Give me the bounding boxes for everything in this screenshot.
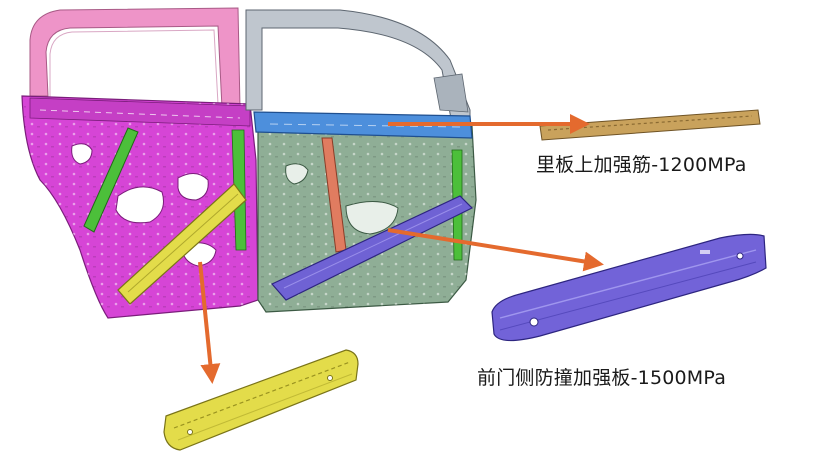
label-inner-upper-reinforcement: 里板上加强筋-1200MPa [536, 154, 747, 176]
front-door-window-frame [245, 9, 471, 125]
arrow-impact-beam [387, 228, 604, 272]
front-door-cutout-1 [345, 201, 399, 235]
rear-door-belt-strip [29, 97, 251, 127]
rear-door-window-inner [49, 29, 219, 105]
inner-upper-reinforcement-part [539, 109, 761, 141]
front-door-cutout-2 [285, 163, 309, 185]
label-front-door-impact-beam: 前门侧防撞加强板-1500MPa [477, 367, 727, 389]
front-door-impact-beam-part [491, 233, 767, 342]
rear-door-yellow-beam-part [163, 349, 359, 451]
rear-door-cutout-2 [177, 173, 209, 201]
arrow-rear-beam [198, 261, 221, 384]
front-door [245, 9, 477, 313]
front-door-upper-bar [253, 111, 473, 139]
rear-door-cutout-1 [115, 186, 164, 224]
front-door-mirror-patch [433, 73, 469, 113]
front-door-impact-beam [271, 195, 474, 301]
rear-door-green-bar [83, 127, 139, 233]
rear-door-window-frame [29, 7, 241, 109]
rear-door-cutout-3 [71, 143, 93, 165]
rear-door [21, 7, 259, 319]
